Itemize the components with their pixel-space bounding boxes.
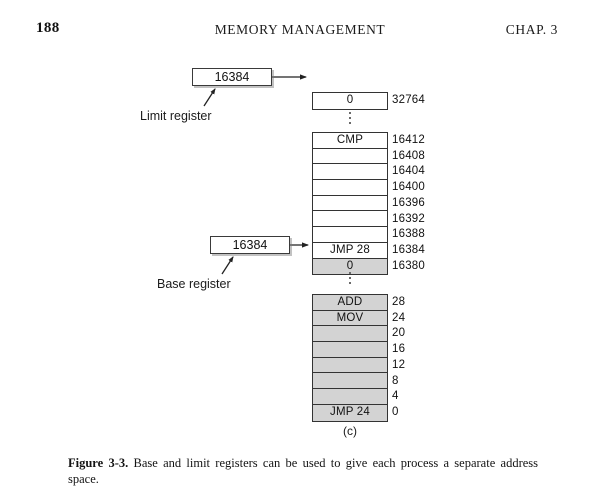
ellipsis-dot bbox=[349, 112, 351, 114]
memory-gap-ellipsis-upper bbox=[345, 112, 355, 127]
figure-caption-label: Figure 3-3. bbox=[68, 456, 129, 470]
memory-cell bbox=[313, 389, 387, 405]
memory-cell bbox=[313, 342, 387, 358]
connector-arrows bbox=[203, 74, 309, 275]
memory-address-label: 28 bbox=[392, 296, 406, 308]
memory-cell bbox=[313, 357, 387, 374]
memory-cell bbox=[313, 164, 387, 181]
memory-address-label: 12 bbox=[392, 358, 406, 371]
memory-cell bbox=[313, 148, 387, 165]
memory-cell: MOV bbox=[313, 310, 387, 327]
memory-block-top: 0 bbox=[312, 92, 388, 110]
ellipsis-dot bbox=[349, 117, 351, 119]
base-register-label: Base register bbox=[157, 277, 231, 291]
memory-cell: 0 bbox=[313, 93, 387, 109]
memory-cell bbox=[313, 373, 387, 390]
base-register-value: 16384 bbox=[232, 237, 268, 252]
memory-address-label: 16404 bbox=[392, 165, 425, 178]
memory-address-label: 32764 bbox=[392, 94, 425, 106]
base-register-pointer bbox=[221, 256, 234, 275]
ellipsis-dot bbox=[349, 272, 351, 274]
ellipsis-dot bbox=[349, 282, 351, 284]
memory-address-label: 16400 bbox=[392, 181, 425, 194]
memory-cell: JMP 28 bbox=[313, 242, 387, 259]
memory-address-label: 16396 bbox=[392, 196, 425, 209]
page-number: 188 bbox=[36, 20, 60, 36]
running-head-title: MEMORY MANAGEMENT bbox=[214, 22, 386, 37]
memory-address-label: 4 bbox=[392, 390, 399, 403]
memory-cell: CMP bbox=[313, 133, 387, 149]
memory-cell bbox=[313, 326, 387, 343]
memory-address-label: 24 bbox=[392, 311, 406, 324]
memory-cell bbox=[313, 180, 387, 196]
memory-cell bbox=[313, 211, 387, 228]
figure-3-3-diagram: 16384 16384 Limit register Base register… bbox=[0, 56, 600, 446]
ellipsis-dot bbox=[349, 122, 351, 124]
memory-cell bbox=[313, 195, 387, 212]
chapter-label: CHAP. 3 bbox=[505, 22, 558, 37]
memory-cell: JMP 24 bbox=[313, 404, 387, 421]
memory-address-label: 16388 bbox=[392, 228, 425, 241]
limit-register-box[interactable]: 16384 bbox=[192, 68, 272, 86]
panel-letter: (c) bbox=[343, 424, 357, 438]
base-register-box[interactable]: 16384 bbox=[210, 236, 290, 254]
memory-address-label: 16 bbox=[392, 343, 406, 356]
memory-address-label: 16380 bbox=[392, 259, 425, 272]
running-head: 188 MEMORY MANAGEMENT CHAP. 3 bbox=[0, 20, 600, 40]
memory-address-label: 16408 bbox=[392, 149, 425, 162]
memory-cell: ADD bbox=[313, 295, 387, 311]
memory-address-label: 16384 bbox=[392, 243, 425, 256]
memory-address-label: 20 bbox=[392, 327, 406, 340]
memory-address-label: 16392 bbox=[392, 212, 425, 225]
limit-register-value: 16384 bbox=[214, 69, 250, 84]
limit-register-label: Limit register bbox=[140, 109, 212, 123]
figure-caption: Figure 3-3. Base and limit registers can… bbox=[68, 455, 538, 487]
memory-address-label: 16412 bbox=[392, 134, 425, 146]
memory-gap-ellipsis-lower bbox=[345, 272, 355, 287]
memory-cell: 0 bbox=[313, 258, 387, 275]
ellipsis-dot bbox=[349, 277, 351, 279]
memory-address-label: 0 bbox=[392, 405, 399, 418]
memory-cell bbox=[313, 227, 387, 243]
figure-caption-text: Base and limit registers can be used to … bbox=[68, 456, 539, 486]
limit-register-pointer bbox=[203, 88, 216, 107]
memory-address-label: 8 bbox=[392, 374, 399, 387]
